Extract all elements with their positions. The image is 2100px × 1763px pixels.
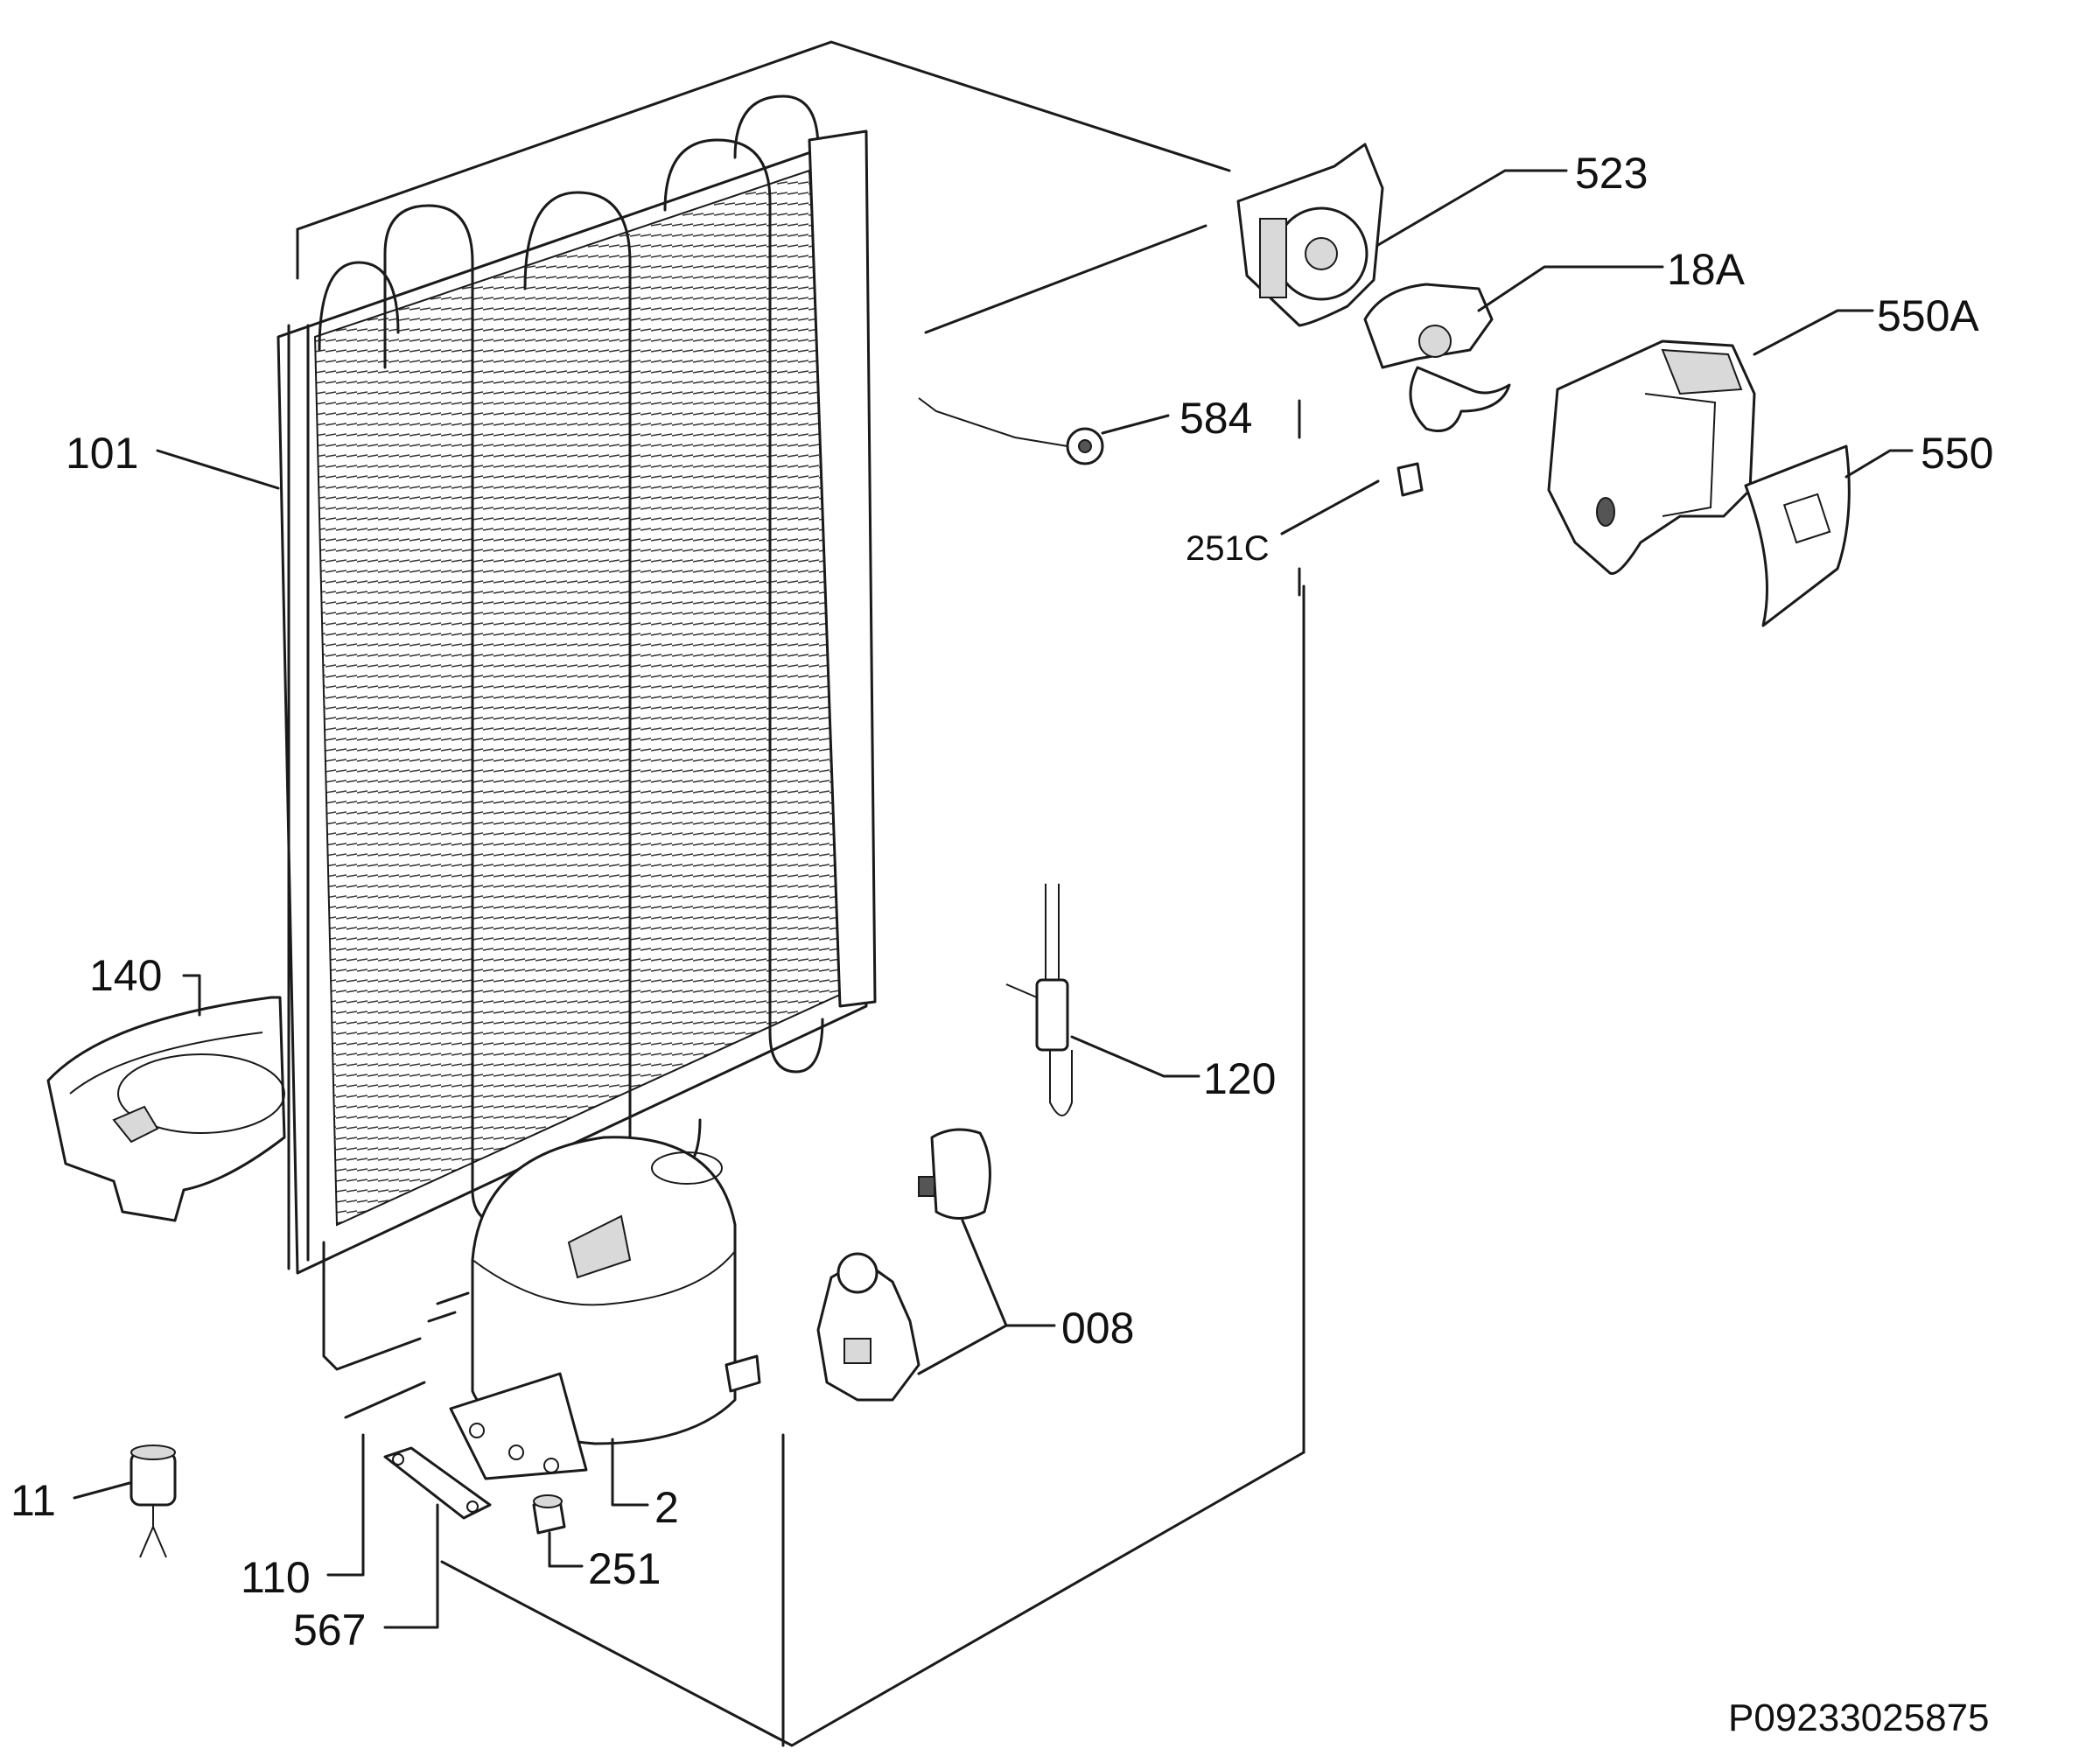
fan-housing-part <box>1236 143 1384 327</box>
fan-motor-part <box>1363 283 1511 432</box>
connecting-pipes <box>322 1241 470 1371</box>
sensor-pin-part <box>918 397 1104 465</box>
label-110: 110 <box>241 1553 311 1602</box>
leader-11 <box>73 1481 131 1500</box>
leader-101 <box>156 449 280 490</box>
drip-tray-part <box>46 996 286 1222</box>
label-251: 251 <box>588 1544 661 1593</box>
label-140: 140 <box>89 951 162 1000</box>
label-101: 101 <box>66 429 138 478</box>
thermostat-sensor-part <box>1005 884 1073 1116</box>
leader-120 <box>1070 1035 1200 1078</box>
filter-drier-part <box>130 1445 177 1558</box>
leader-110 <box>326 1433 365 1577</box>
cabinet-outline <box>296 40 1306 1747</box>
relay-overload-part <box>816 1128 991 1402</box>
lamp-cover-part <box>1744 444 1851 627</box>
mounting-bracket-part <box>383 1446 492 1520</box>
compressor-part <box>449 1136 761 1480</box>
label-11: 11 <box>10 1476 56 1525</box>
leader-008 <box>961 1219 1056 1327</box>
label-18A: 18A <box>1667 245 1746 294</box>
label-008: 008 <box>1061 1304 1134 1353</box>
leader-567 <box>383 1503 439 1629</box>
leader-550A <box>1753 309 1874 356</box>
label-567: 567 <box>293 1606 366 1655</box>
label-120: 120 <box>1203 1054 1276 1103</box>
label-584: 584 <box>1180 394 1252 443</box>
tube-part <box>344 1381 426 1419</box>
label-251C: 251C <box>1186 529 1270 568</box>
leader-584 <box>1101 414 1170 435</box>
leader-140 <box>182 974 201 1017</box>
switch-part <box>1396 462 1424 497</box>
figure-reference-code: P09233025875 <box>1728 1697 1990 1739</box>
leader-550 <box>1844 449 1914 479</box>
leader-008-b <box>917 1324 1008 1375</box>
label-2: 2 <box>654 1483 679 1532</box>
label-523: 523 <box>1575 149 1648 198</box>
condenser-part <box>276 94 877 1275</box>
label-550: 550 <box>1921 429 1993 478</box>
leader-251 <box>548 1531 584 1568</box>
grommet-part <box>532 1494 566 1535</box>
label-550A: 550A <box>1877 291 1979 340</box>
leader-251C <box>1280 479 1380 535</box>
lamp-housing-part <box>1547 339 1756 576</box>
leader-523 <box>1376 169 1568 247</box>
leader-18A <box>1477 265 1664 312</box>
leader-2 <box>611 1438 649 1507</box>
